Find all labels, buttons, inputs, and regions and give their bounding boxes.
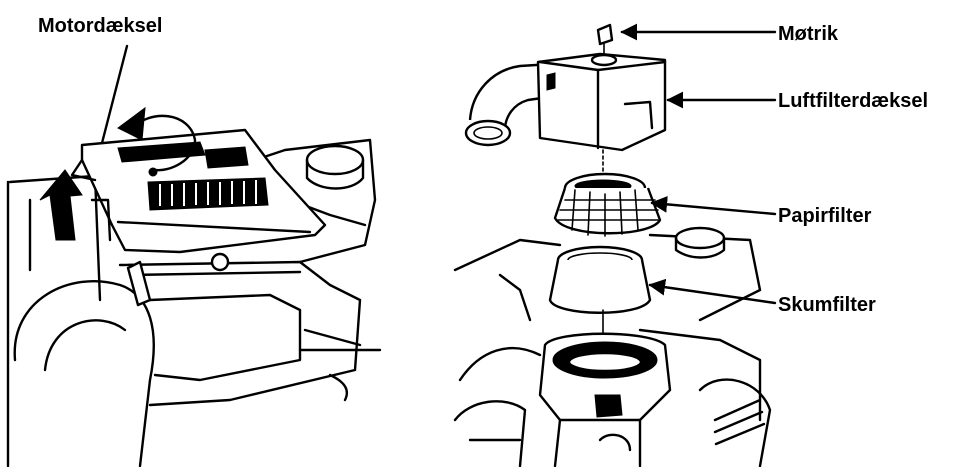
nut-label: Møtrik bbox=[778, 23, 839, 45]
foam-filter-leader bbox=[650, 285, 775, 303]
foam-filter-label: Skumfilter bbox=[778, 294, 876, 316]
paper-filter-leader bbox=[652, 203, 775, 214]
nut-shape bbox=[598, 25, 612, 44]
motor-cover-label: Motordæksel bbox=[38, 15, 162, 37]
engine-cover-illustration bbox=[8, 108, 380, 466]
paper-filter-label: Papirfilter bbox=[778, 205, 872, 227]
air-filter-illustration bbox=[455, 25, 770, 466]
air-filter-cover-label: Luftfilterdæksel bbox=[778, 90, 928, 112]
